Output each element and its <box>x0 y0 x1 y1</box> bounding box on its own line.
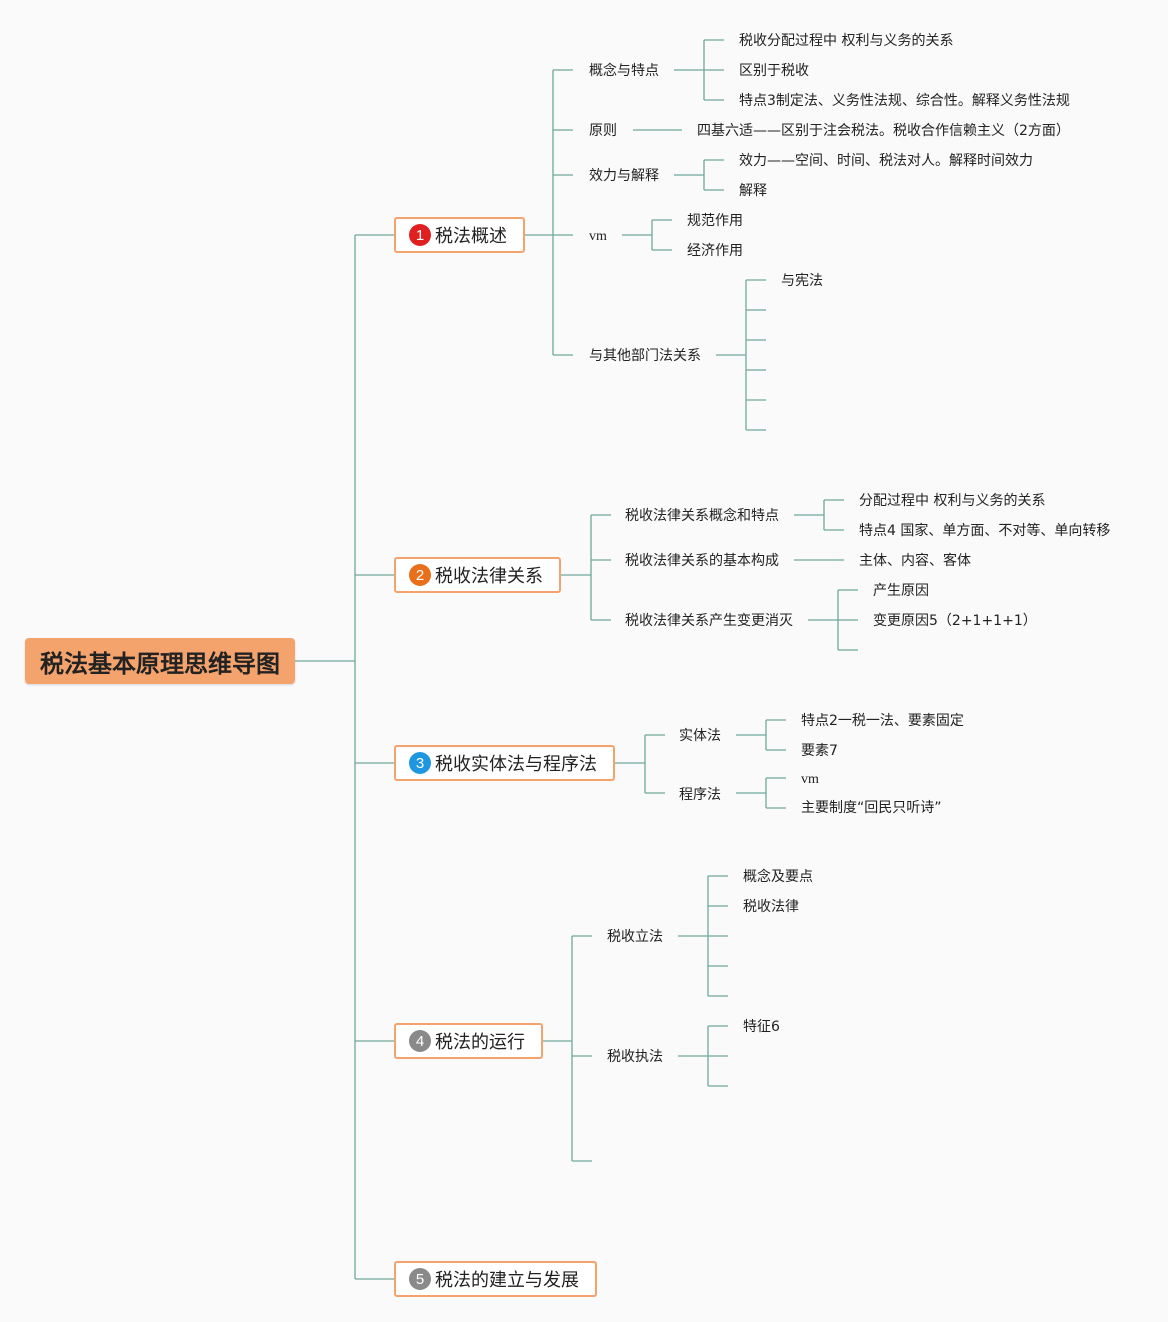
connector-line <box>674 159 724 191</box>
topic-tax-law-operation[interactable]: 4 税法的运行 <box>394 1023 543 1059</box>
leaf-node[interactable]: 特点3制定法、义务性法规、综合性。解释义务性法规 <box>739 93 1070 109</box>
topic-label: 税收法律关系 <box>435 566 543 587</box>
leaf-node[interactable]: vm <box>801 772 819 787</box>
leaf-node[interactable]: 四基六适——区别于注会税法。税收合作信赖主义（2方面） <box>697 123 1070 139</box>
number-badge: 2 <box>409 564 431 586</box>
leaf-node[interactable]: 规范作用 <box>687 213 743 229</box>
subtopic-tax-legislation[interactable]: 税收立法 <box>607 929 663 945</box>
connector-line <box>808 589 858 651</box>
topic-label: 税法概述 <box>435 226 507 247</box>
leaf-node[interactable]: 与宪法 <box>781 273 823 289</box>
topic-tax-legal-relationship[interactable]: 2 税收法律关系 <box>394 557 561 593</box>
leaf-node[interactable]: 主体、内容、客体 <box>859 553 971 569</box>
leaf-node[interactable]: 分配过程中 权利与义务的关系 <box>859 493 1046 509</box>
leaf-node[interactable]: 要素7 <box>801 743 838 759</box>
connector-line <box>561 514 611 621</box>
leaf-node[interactable]: 概念及要点 <box>743 869 813 885</box>
subtopic-vm[interactable]: vm <box>589 229 607 244</box>
number-badge: 3 <box>409 752 431 774</box>
subtopic-procedural-law[interactable]: 程序法 <box>679 787 721 803</box>
number-badge: 4 <box>409 1030 431 1052</box>
topic-label: 税收实体法与程序法 <box>435 754 597 775</box>
subtopic-relationship-composition[interactable]: 税收法律关系的基本构成 <box>625 553 779 569</box>
leaf-node[interactable]: 区别于税收 <box>739 63 809 79</box>
connector-line <box>295 234 394 1280</box>
number-badge: 5 <box>409 1268 431 1290</box>
subtopic-relationship-change[interactable]: 税收法律关系产生变更消灭 <box>625 613 793 629</box>
connector-line <box>525 69 573 356</box>
leaf-node[interactable]: 税收法律 <box>743 899 799 915</box>
subtopic-tax-enforcement[interactable]: 税收执法 <box>607 1049 663 1065</box>
subtopic-other-laws[interactable]: 与其他部门法关系 <box>589 348 701 364</box>
subtopic-substantive-law[interactable]: 实体法 <box>679 728 721 744</box>
leaf-node[interactable]: 经济作用 <box>687 243 743 259</box>
connector-line <box>716 279 766 431</box>
topic-label: 税法的建立与发展 <box>435 1270 579 1291</box>
subtopic-relationship-concept[interactable]: 税收法律关系概念和特点 <box>625 508 779 524</box>
connector-line <box>622 219 672 251</box>
leaf-node[interactable]: 特点2一税一法、要素固定 <box>801 713 964 729</box>
leaf-node[interactable]: 解释 <box>739 183 767 199</box>
connector-line <box>674 39 724 101</box>
number-badge: 1 <box>409 224 431 246</box>
leaf-node[interactable]: 特点4 国家、单方面、不对等、单向转移 <box>859 523 1111 539</box>
topic-substantive-procedural-law[interactable]: 3 税收实体法与程序法 <box>394 745 615 781</box>
connector-line <box>678 1025 728 1087</box>
leaf-node[interactable]: 效力——空间、时间、税法对人。解释时间效力 <box>739 153 1033 169</box>
leaf-node[interactable]: 主要制度“回民只听诗” <box>801 800 942 816</box>
connector-line <box>678 875 728 997</box>
connector-line <box>794 499 844 531</box>
leaf-node[interactable]: 产生原因 <box>873 583 929 599</box>
connector-line <box>736 777 786 809</box>
leaf-node[interactable]: 税收分配过程中 权利与义务的关系 <box>739 33 954 49</box>
leaf-node[interactable]: 特征6 <box>743 1019 780 1035</box>
connector-line <box>736 719 786 751</box>
root-topic[interactable]: 税法基本原理思维导图 <box>25 638 295 684</box>
leaf-node[interactable]: 变更原因5（2+1+1+1） <box>873 613 1037 629</box>
topic-label: 税法的运行 <box>435 1032 525 1053</box>
topic-tax-law-overview[interactable]: 1 税法概述 <box>394 217 525 253</box>
subtopic-concept-features[interactable]: 概念与特点 <box>589 63 659 79</box>
topic-tax-law-development[interactable]: 5 税法的建立与发展 <box>394 1261 597 1297</box>
connector-line <box>615 734 665 794</box>
subtopic-principles[interactable]: 原则 <box>589 123 617 139</box>
connector-line <box>543 935 592 1162</box>
subtopic-effect-interpretation[interactable]: 效力与解释 <box>589 168 659 184</box>
